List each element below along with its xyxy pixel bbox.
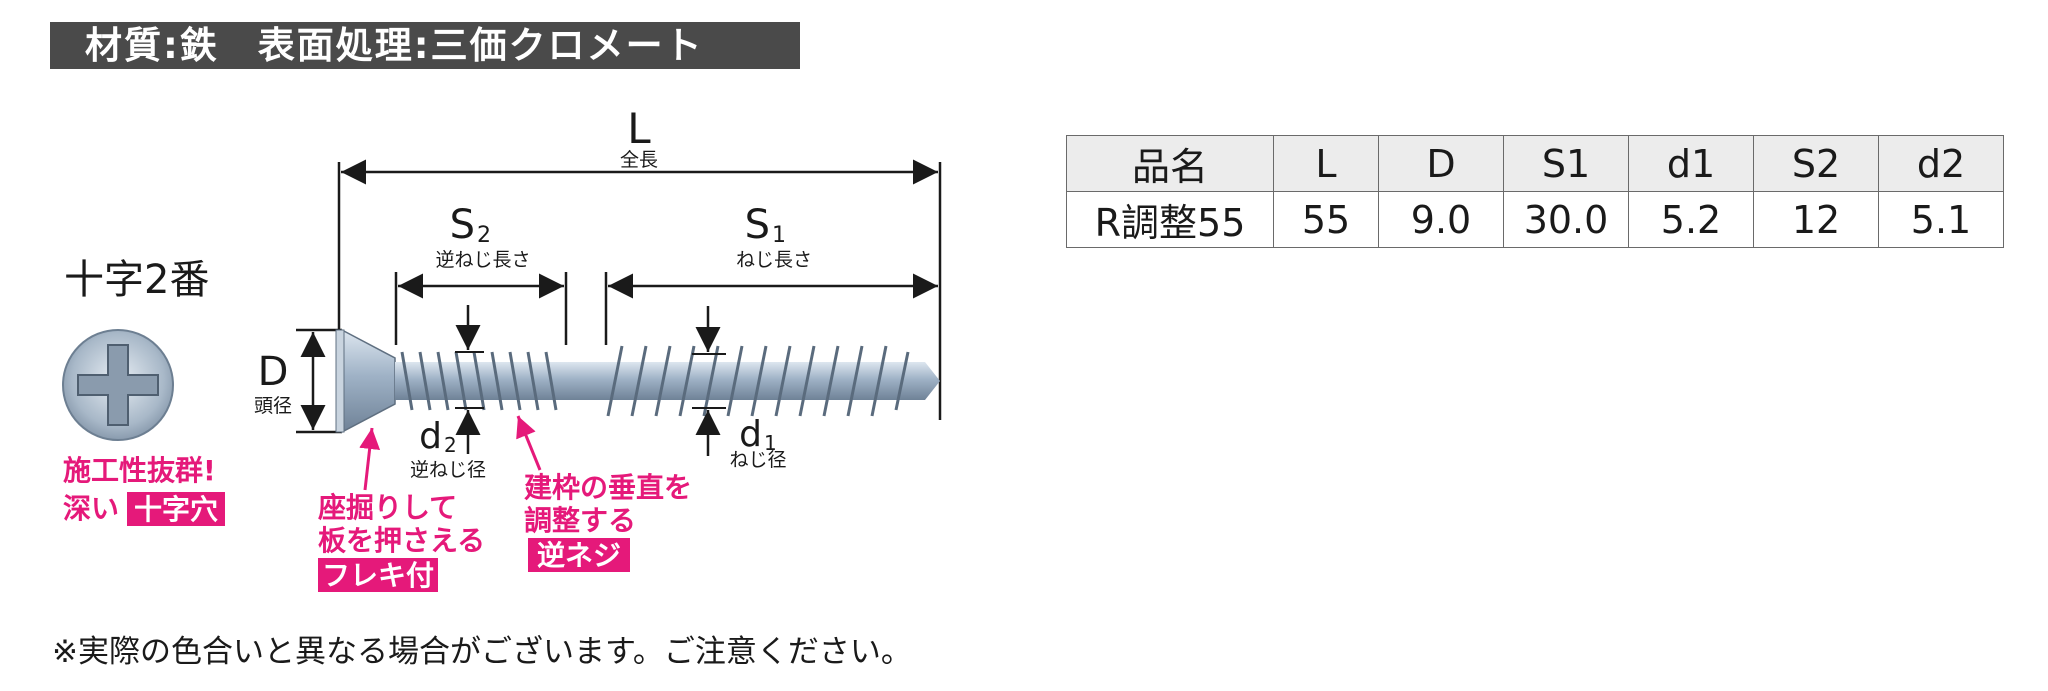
dimension-d2: d 2 逆ねじ径 [410, 305, 486, 481]
table-header: L [1273, 135, 1379, 192]
d2-name: 逆ねじ径 [410, 459, 486, 481]
table-row: R調整55 55 9.0 30.0 5.2 12 5.1 [1066, 191, 2004, 248]
d2-symbol: d [419, 416, 442, 457]
callout-flake-line2: 板を押さえる [318, 524, 485, 557]
color-disclaimer-note: ※実際の色合いと異なる場合がございます。ご注意ください。 [52, 634, 912, 670]
L-symbol: L [627, 104, 651, 153]
d1-sub: 1 [764, 431, 777, 455]
drive-label: 十字2番 [64, 257, 209, 303]
S1-name: ねじ長さ [736, 249, 812, 271]
callout-cross-line2: 深い [63, 492, 119, 525]
S2-sub: 2 [477, 223, 491, 248]
table-header: d2 [1878, 135, 2004, 192]
dimension-L: L 全長 [337, 104, 942, 420]
table-cell: 30.0 [1503, 191, 1629, 248]
table-cell: 9.0 [1378, 191, 1504, 248]
table-header: d1 [1628, 135, 1754, 192]
table-header: S2 [1753, 135, 1879, 192]
cross-recess-head-icon [62, 329, 174, 441]
callout-reverse-line1: 建枠の垂直を [524, 471, 692, 504]
S1-symbol: S [745, 202, 770, 248]
callout-cross-tag: 十字穴 [134, 493, 218, 526]
callout-flake-tag: フレキ付 [322, 559, 434, 592]
table-header: S1 [1503, 135, 1629, 192]
D-symbol: D [258, 349, 289, 395]
callout-flake-line1: 座掘りして [318, 491, 457, 524]
table-cell: 12 [1753, 191, 1879, 248]
callout-cross-recess: 施工性抜群! 深い 十字穴 [63, 454, 225, 526]
D-name: 頭径 [254, 395, 292, 417]
d2-sub: 2 [444, 433, 457, 457]
material-header: 材質:鉄 表面処理:三価クロメート [50, 22, 800, 69]
d1-symbol: d [739, 414, 762, 455]
S2-symbol: S [450, 202, 475, 248]
table-header: 品名 [1066, 135, 1274, 192]
dimension-D: D 頭径 [254, 328, 342, 434]
callout-flake: 座掘りして 板を押さえる フレキ付 [318, 427, 485, 592]
spec-table: 品名 L D S1 d1 S2 d2 R調整55 55 9.0 30.0 5.2… [1066, 135, 2004, 248]
callout-cross-line1: 施工性抜群! [63, 454, 216, 487]
dimension-S1: S 1 ねじ長さ [604, 202, 938, 345]
callout-reverse-thread: 建枠の垂直を 調整する 逆ネジ [516, 415, 692, 572]
S1-sub: 1 [772, 223, 786, 248]
dimension-S2: S 2 逆ねじ長さ [394, 202, 568, 345]
table-header-row: 品名 L D S1 d1 S2 d2 [1066, 135, 2004, 192]
callout-reverse-line2: 調整する [524, 504, 636, 537]
callout-reverse-tag: 逆ネジ [537, 539, 621, 572]
S2-name: 逆ねじ長さ [435, 249, 530, 271]
screw-image [335, 328, 940, 434]
table-cell: 5.2 [1628, 191, 1754, 248]
L-name: 全長 [620, 149, 658, 171]
dimension-d1: d 1 ねじ径 [692, 306, 787, 471]
table-cell: 55 [1273, 191, 1379, 248]
table-cell: R調整55 [1066, 191, 1274, 248]
table-header: D [1378, 135, 1504, 192]
table-cell: 5.1 [1878, 191, 2004, 248]
d1-name: ねじ径 [729, 449, 786, 471]
